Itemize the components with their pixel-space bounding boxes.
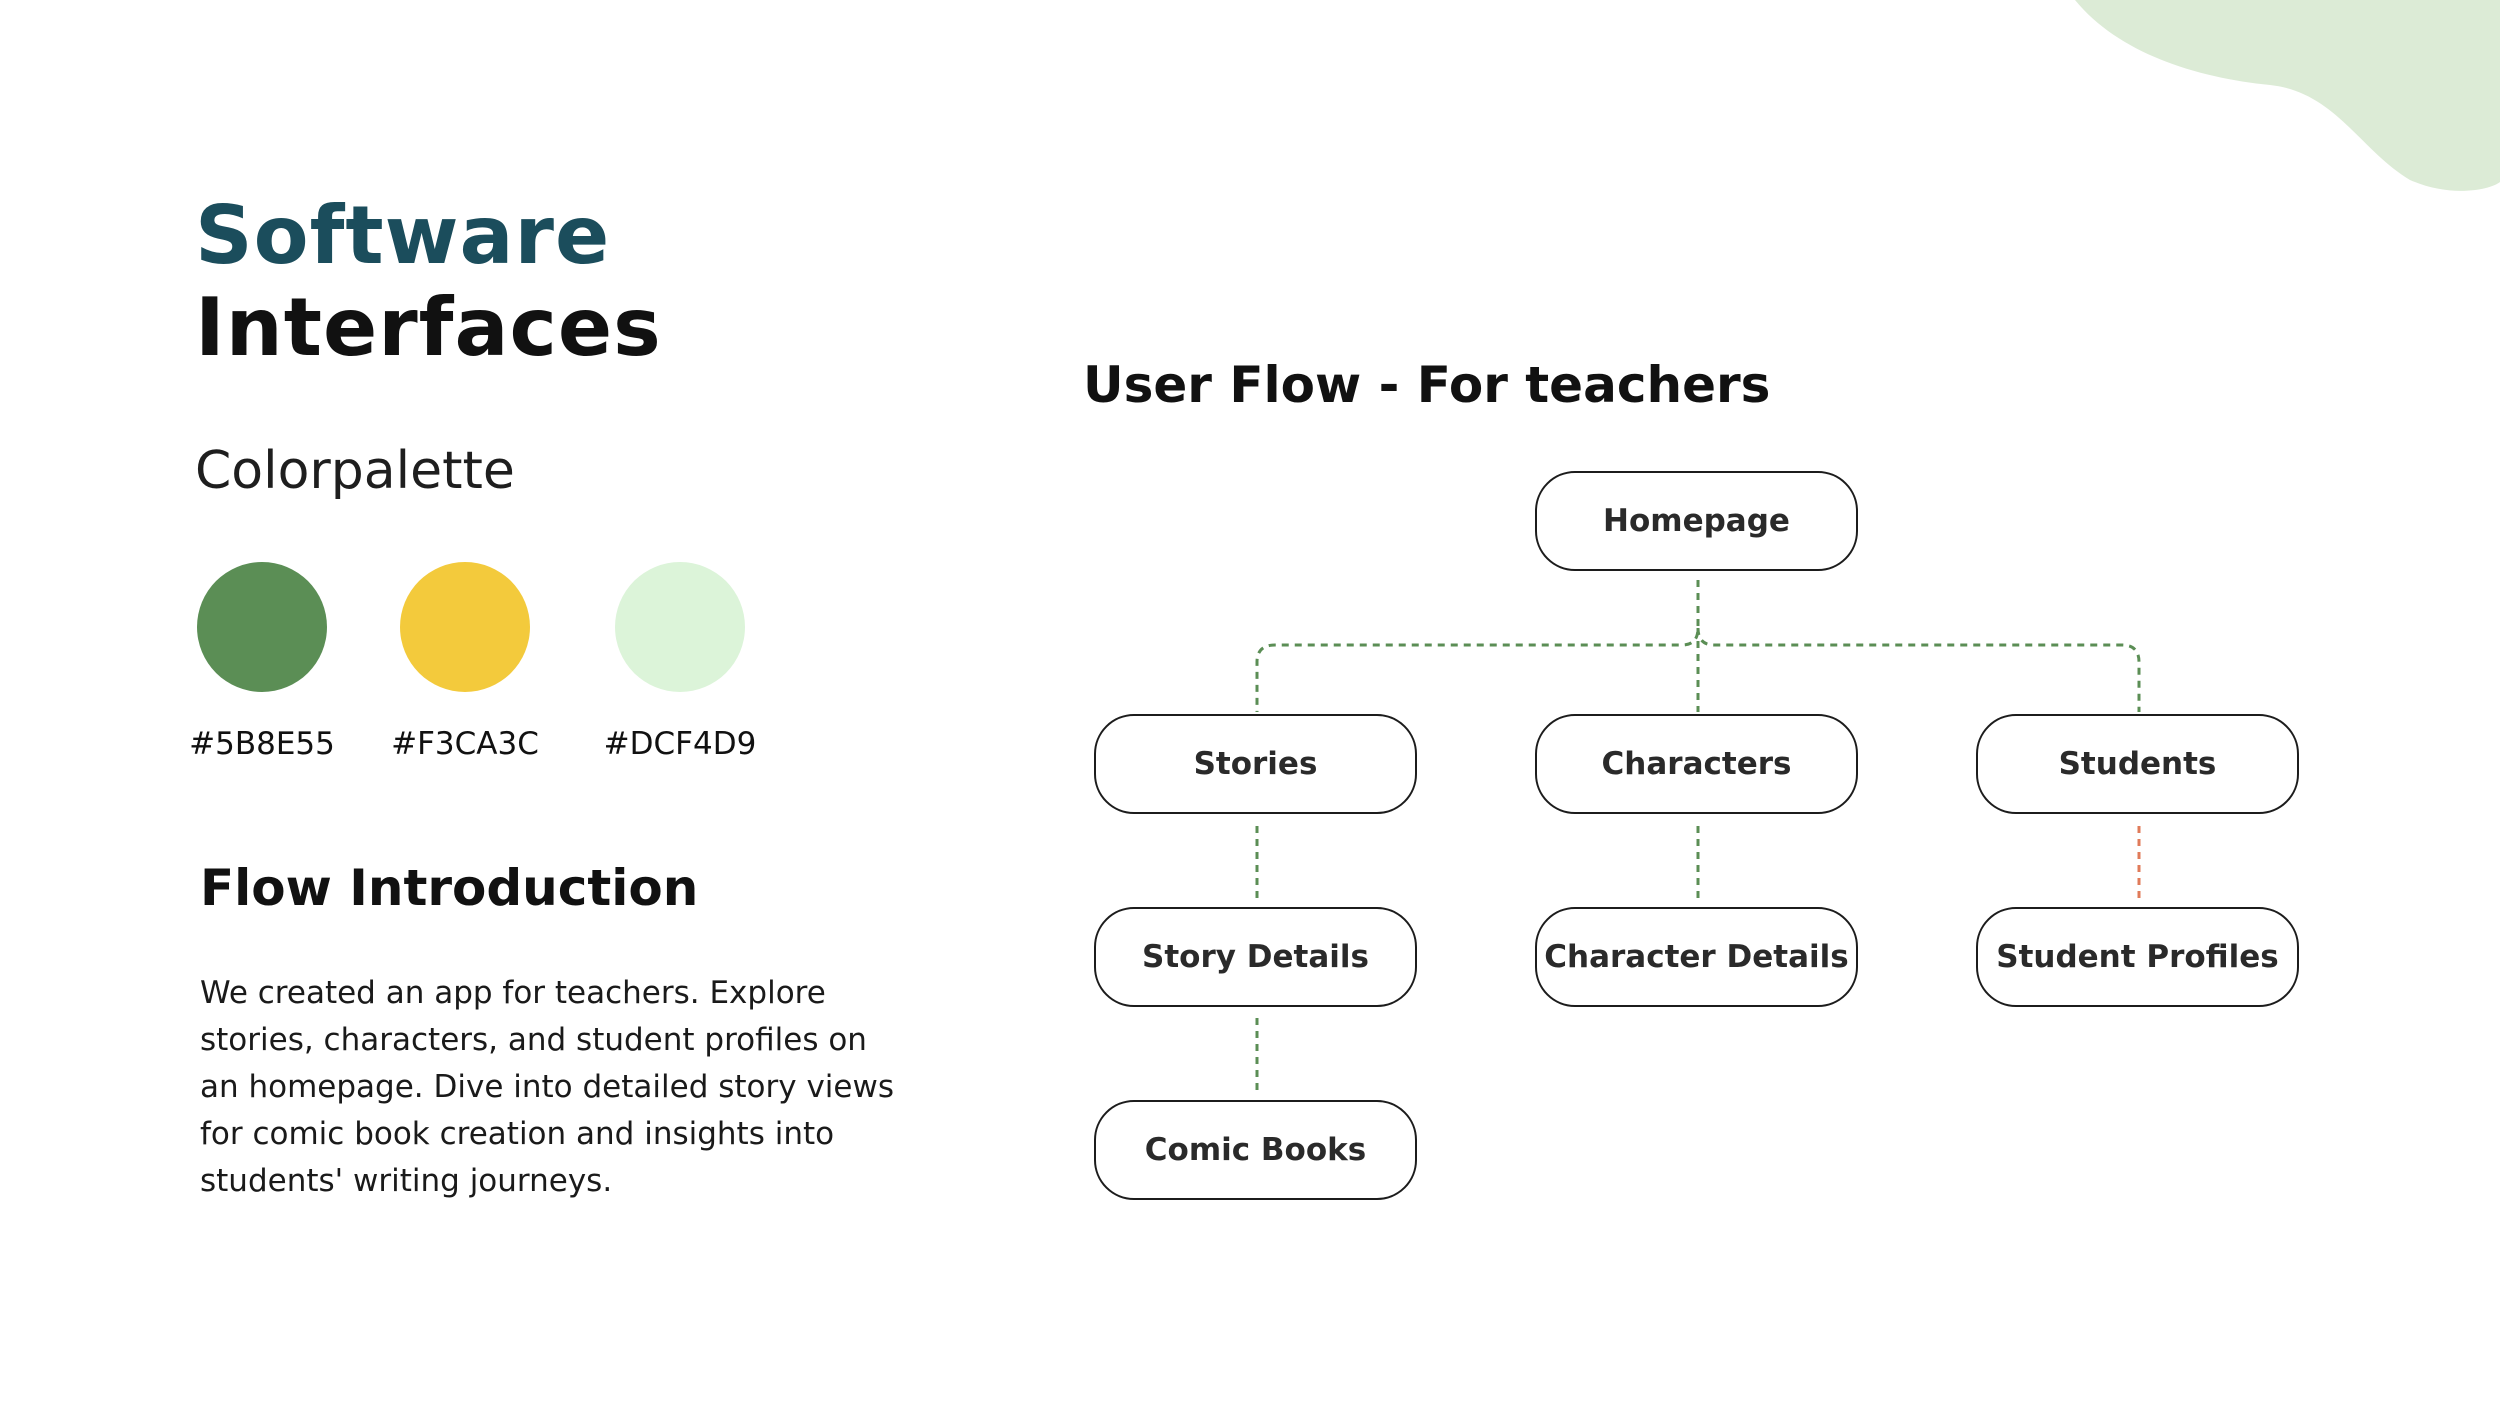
- page-title-line-2: Interfaces: [195, 281, 662, 374]
- page-title-line-1: Software: [195, 189, 611, 282]
- color-swatch-label: #F3CA3C: [391, 726, 539, 762]
- color-palette-heading: Colorpalette: [195, 441, 515, 501]
- flow-node-students: Students: [1976, 714, 2299, 814]
- flow-node-character-details: Character Details: [1535, 907, 1858, 1007]
- flow-node-characters: Characters: [1535, 714, 1858, 814]
- color-swatch-label: #5B8E55: [189, 726, 335, 762]
- flow-node-stories: Stories: [1094, 714, 1417, 814]
- color-swatch-green: [197, 562, 327, 692]
- color-swatch-label: #DCF4D9: [603, 726, 757, 762]
- flow-node-story-details: Story Details: [1094, 907, 1417, 1007]
- connector-homepage-branch: [1255, 580, 1700, 712]
- flow-introduction-text: We created an app for teachers. Explore …: [200, 975, 894, 1199]
- flow-node-student-profiles: Student Profiles: [1976, 907, 2299, 1007]
- flow-introduction-heading: Flow Introduction: [200, 859, 699, 917]
- flow-node-homepage: Homepage: [1535, 471, 1858, 571]
- color-swatch-light-green: [615, 562, 745, 692]
- color-swatch-group: #DCF4D9: [570, 562, 790, 772]
- color-swatch-yellow: [400, 562, 530, 692]
- color-swatch-group: #5B8E55: [152, 562, 372, 772]
- connector-homepage-branch: [1696, 627, 2141, 712]
- user-flow-heading: User Flow - For teachers: [1083, 356, 1771, 414]
- flow-node-comic-books: Comic Books: [1094, 1100, 1417, 1200]
- color-swatch-group: #F3CA3C: [355, 562, 575, 772]
